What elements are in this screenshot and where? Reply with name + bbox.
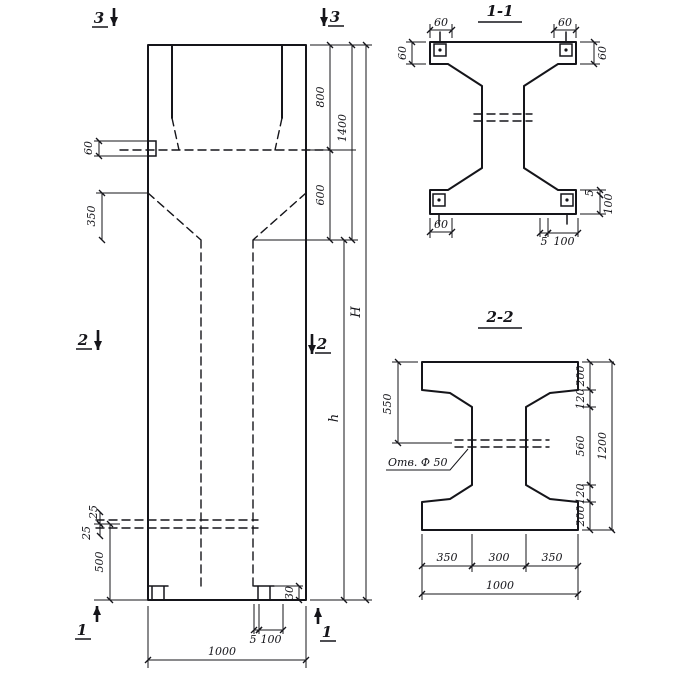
section-1-1-outline <box>429 41 577 215</box>
plate-anchor-dot <box>437 198 441 202</box>
dim-label-120-bottom: 120 <box>574 484 587 505</box>
section-cut-marks: 3 3 2 2 1 1 <box>75 8 344 642</box>
dim-label-350-left: 350 <box>437 551 458 564</box>
section-2-2-view: 2-2 Отв. Ф 50 550 200 120 560 120 200 12… <box>381 308 616 600</box>
dim-label-300: 300 <box>489 551 510 564</box>
dim-label-60-bl: 60 <box>434 218 448 231</box>
section-2-2-outline <box>421 361 579 531</box>
dim-label-h: h <box>327 414 342 422</box>
dim-label-200-top: 200 <box>574 366 587 388</box>
hole-leader-line <box>386 448 469 471</box>
section-2-2-title: 2-2 <box>485 308 513 326</box>
dim-label-60-tl-v: 60 <box>396 46 409 60</box>
web-hole-hidden-lines <box>454 439 550 448</box>
plate-anchor-dot <box>565 198 569 202</box>
dim-label-60-tr-h: 60 <box>558 16 572 29</box>
dim-label-100-right: 100 <box>602 194 615 215</box>
dim-label-350: 350 <box>85 206 98 227</box>
plate-anchor-dot <box>564 48 568 52</box>
dim-label-100: 100 <box>261 633 282 646</box>
cut-label-3-right: 3 <box>330 8 340 26</box>
dim-label-350-right: 350 <box>542 551 563 564</box>
embedded-plates <box>432 31 574 225</box>
dim-label-60-top: 60 <box>82 141 95 155</box>
dim-label-5-bottom: 5 <box>541 235 548 248</box>
dim-label-1400: 1400 <box>336 114 349 142</box>
hidden-lines <box>95 117 331 587</box>
dim-label-550: 550 <box>381 394 394 415</box>
dim-label-25a: 25 <box>87 505 100 520</box>
dim-label-5-right: 5 <box>583 190 596 197</box>
cut-label-2-right: 2 <box>316 335 327 353</box>
web-hole-hidden-lines <box>473 113 533 122</box>
cut-label-3-left: 3 <box>94 9 104 27</box>
elevation-view: 60 350 800 600 1400 h H 25 25 500 30 5 1… <box>75 8 372 668</box>
dim-label-800: 800 <box>314 87 327 108</box>
dim-label-500: 500 <box>93 552 106 573</box>
section-1-1-view: 1-1 60 60 60 60 5 100 60 5 100 <box>396 2 615 248</box>
plate-anchor-dot <box>438 48 442 52</box>
cut-mark-underlines <box>75 25 344 642</box>
dim-label-30: 30 <box>283 586 296 600</box>
cut-label-1-right: 1 <box>322 623 332 641</box>
dim-label-100-bottom: 100 <box>554 235 575 248</box>
hole-label: Отв. Ф 50 <box>388 456 447 469</box>
dim-label-H: H <box>349 306 364 319</box>
column-foot-details <box>147 140 275 601</box>
cut-label-1-left: 1 <box>77 621 87 639</box>
dim-label-60-tl-h: 60 <box>434 16 448 29</box>
dim-label-25b: 25 <box>80 526 93 541</box>
dim-label-5: 5 <box>250 633 257 646</box>
dim-label-120-top: 120 <box>574 389 587 410</box>
dim-label-560: 560 <box>574 436 587 457</box>
cut-label-2-left: 2 <box>77 331 88 349</box>
dim-label-60-tr-v: 60 <box>596 46 609 60</box>
column-outline <box>147 44 307 601</box>
dim-label-1000: 1000 <box>486 579 514 592</box>
dim-label-1000: 1000 <box>208 645 236 658</box>
section-1-1-title: 1-1 <box>486 2 513 20</box>
dim-label-600: 600 <box>314 185 327 206</box>
dim-label-1200: 1200 <box>596 432 609 460</box>
dim-label-200-bottom: 200 <box>574 506 587 528</box>
